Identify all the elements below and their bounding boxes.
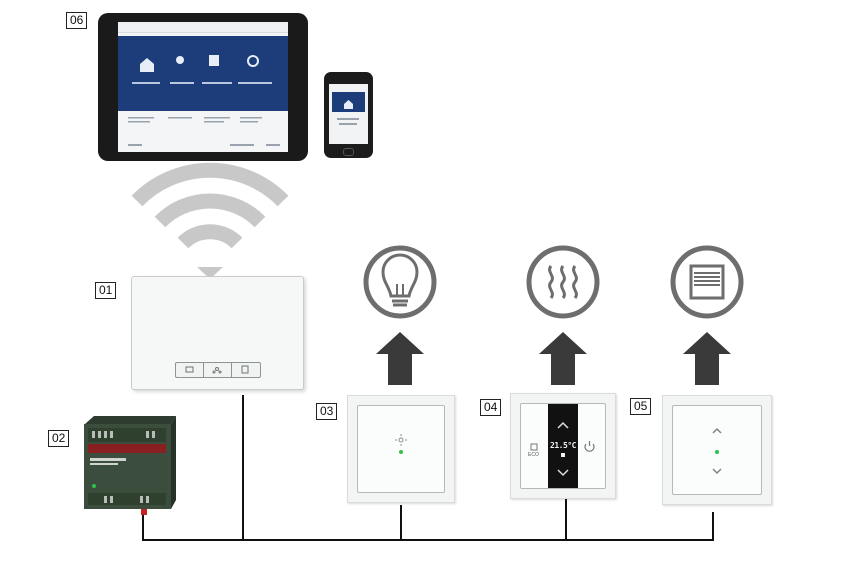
eco-icon bbox=[530, 443, 538, 451]
status-led bbox=[715, 450, 719, 454]
label-06: 06 bbox=[66, 12, 88, 29]
chevron-up-icon bbox=[712, 427, 722, 434]
thermostat-mode: ECO bbox=[528, 452, 539, 458]
arrow-up-icon bbox=[683, 332, 731, 385]
house-icon bbox=[140, 58, 154, 72]
room-thermostat: 21.5°C ECO bbox=[510, 393, 616, 499]
clock-icon bbox=[247, 55, 259, 67]
chevron-down-icon bbox=[557, 469, 569, 477]
light-indicator-icon bbox=[395, 434, 407, 446]
bulb-icon bbox=[176, 56, 184, 64]
power-supply-stripe bbox=[88, 444, 166, 453]
bus-line bbox=[142, 395, 714, 541]
label-04: 04 bbox=[480, 399, 502, 416]
status-led bbox=[399, 450, 403, 454]
chevron-down-icon bbox=[712, 468, 722, 475]
thermostat-temperature: 21.5°C bbox=[550, 441, 576, 450]
light-bulb-icon bbox=[363, 245, 437, 319]
tablet-dashboard bbox=[118, 36, 288, 111]
access-point-buttons bbox=[175, 362, 261, 378]
power-icon bbox=[584, 441, 595, 452]
label-03: 03 bbox=[316, 403, 338, 420]
blind-small-icon bbox=[209, 55, 219, 66]
chevron-up-icon bbox=[557, 421, 569, 429]
system-access-point bbox=[131, 276, 304, 390]
arrow-up-icon bbox=[376, 332, 424, 385]
thermostat-display-strip: 21.5°C bbox=[548, 404, 578, 488]
label-05: 05 bbox=[630, 398, 652, 415]
tablet-screen bbox=[118, 22, 288, 152]
tablet bbox=[98, 13, 308, 161]
arrow-up-icon bbox=[539, 332, 587, 385]
light-switch bbox=[347, 395, 455, 503]
label-01: 01 bbox=[95, 282, 117, 299]
phone-screen bbox=[329, 84, 368, 144]
heating-icon bbox=[526, 245, 600, 319]
blind-icon bbox=[670, 245, 744, 319]
blind-actuator bbox=[662, 395, 772, 505]
smartphone bbox=[324, 72, 373, 158]
label-02: 02 bbox=[48, 430, 70, 447]
